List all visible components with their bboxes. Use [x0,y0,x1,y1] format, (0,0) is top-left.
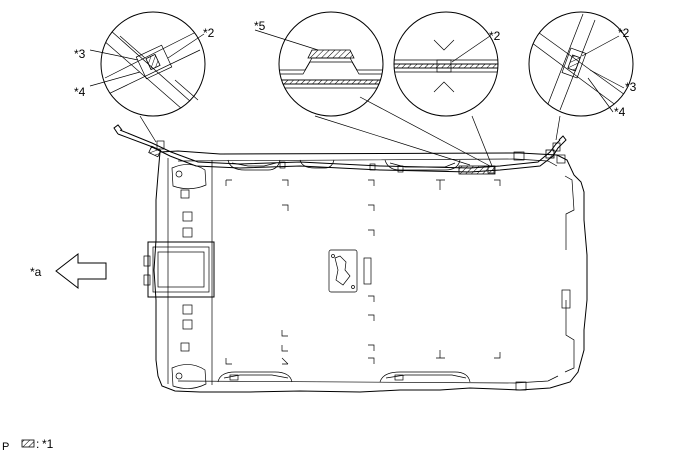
corner-label: P [2,441,9,453]
wire-harness [113,124,567,175]
dome-lamp-area [328,249,372,293]
detail-circle-front [89,11,206,117]
label-c5: *5 [254,19,266,33]
detail-circle-section [254,11,491,167]
legend-label-c1: *1 [42,437,54,451]
detail-circle-rear [139,11,634,143]
side-recesses-bottom [217,371,471,383]
front-recesses [171,164,207,389]
label-c4-front: *4 [74,85,86,99]
label-c3-rear: *3 [625,80,637,94]
retainer-brackets [225,179,501,365]
label-a: *a [30,265,42,279]
label-c2-rear: *2 [618,26,630,40]
detail-circle-middle [393,11,499,167]
hatched-square-icon [21,439,35,448]
label-c3-front: *3 [74,47,86,61]
left-arrow-icon [55,252,107,290]
headliner-outline [153,150,588,393]
label-c4-rear: *4 [614,105,626,119]
center-opening [143,241,215,298]
legend-separator: : [36,437,39,451]
label-c2-middle: *2 [489,29,501,43]
label-c2-front: *2 [203,26,215,40]
